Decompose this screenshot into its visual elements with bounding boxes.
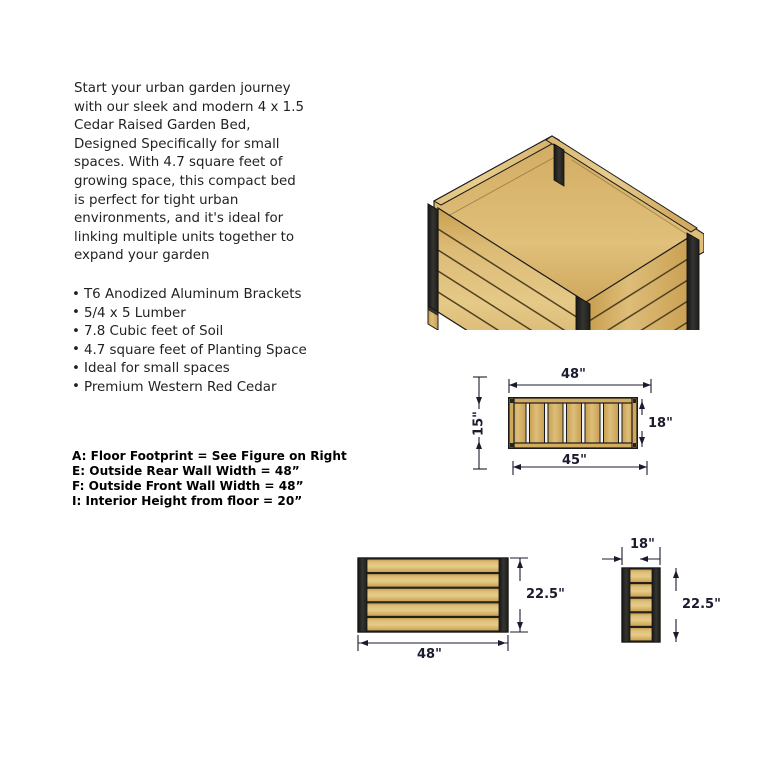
side-label-height: 22.5" bbox=[682, 597, 721, 612]
bullet-icon: • bbox=[72, 323, 80, 339]
plan-dim-left-15 bbox=[473, 376, 487, 470]
plan-dim-bottom-45 bbox=[512, 461, 648, 475]
side-dim-height bbox=[673, 568, 679, 642]
plan-floor-slats bbox=[510, 399, 636, 447]
side-elevation-view: 18" 22.5" bbox=[588, 535, 723, 665]
list-item: • 5/4 x 5 Lumber bbox=[72, 305, 352, 324]
plan-label-18: 18" bbox=[648, 416, 673, 431]
side-boards bbox=[628, 568, 654, 642]
iso-front-board-seams bbox=[437, 228, 587, 330]
feature-label: 5/4 x 5 Lumber bbox=[84, 305, 186, 321]
bullet-icon: • bbox=[72, 286, 80, 302]
list-item: • T6 Anodized Aluminum Brackets bbox=[72, 286, 352, 305]
side-bracket-left bbox=[621, 567, 631, 643]
feature-label: 4.7 square feet of Planting Space bbox=[84, 342, 307, 358]
plan-label-15: 15" bbox=[471, 411, 487, 436]
front-dim-width bbox=[357, 635, 509, 651]
list-item: • 7.8 Cubic feet of Soil bbox=[72, 323, 352, 342]
product-description: Start your urban garden journey with our… bbox=[74, 81, 304, 264]
plan-corner-brackets bbox=[510, 399, 636, 447]
feature-label: Premium Western Red Cedar bbox=[84, 379, 277, 395]
list-item: • 4.7 square feet of Planting Space bbox=[72, 342, 352, 361]
iso-bracket-interior-rear bbox=[553, 143, 565, 187]
spec-line-i: I: Interior Height from floor = 20” bbox=[72, 493, 303, 508]
front-label-width: 48" bbox=[417, 647, 442, 662]
bullet-icon: • bbox=[72, 305, 80, 321]
plan-dim-top-48 bbox=[508, 379, 652, 393]
spec-line-e: E: Outside Rear Wall Width = 48” bbox=[72, 463, 300, 478]
iso-base-shadow-left bbox=[428, 306, 438, 316]
plan-perimeter-rails bbox=[508, 397, 638, 449]
product-feature-list: • T6 Anodized Aluminum Brackets • 5/4 x … bbox=[72, 286, 352, 398]
side-bracket-right bbox=[651, 567, 661, 643]
front-dim-height bbox=[510, 557, 528, 633]
plan-floor-view: 48" 15" 18" 45" bbox=[465, 365, 690, 485]
side-label-width: 18" bbox=[630, 537, 655, 552]
plan-label-45: 45" bbox=[562, 453, 587, 468]
front-boards bbox=[365, 558, 501, 632]
iso-bracket-left-rear bbox=[427, 203, 439, 313]
iso-right-end-panel bbox=[585, 234, 692, 330]
front-bracket-left bbox=[357, 557, 368, 633]
bullet-icon: • bbox=[72, 360, 80, 376]
feature-label: Ideal for small spaces bbox=[84, 361, 230, 377]
iso-bracket-front-right bbox=[575, 295, 591, 330]
iso-bracket-rear-right bbox=[686, 232, 700, 330]
front-elevation-view: 22.5" 48" bbox=[340, 535, 575, 665]
bullet-icon: • bbox=[72, 379, 80, 395]
bullet-icon: • bbox=[72, 342, 80, 358]
spec-line-a: A: Floor Footprint = See Figure on Right bbox=[72, 449, 347, 463]
side-dim-width bbox=[602, 547, 661, 565]
spec-line-f: F: Outside Front Wall Width = 48” bbox=[72, 478, 304, 493]
front-label-height: 22.5" bbox=[526, 587, 565, 602]
plan-label-48: 48" bbox=[561, 367, 586, 382]
isometric-planter-view bbox=[404, 104, 704, 330]
dimension-spec-list: A: Floor Footprint = See Figure on Right… bbox=[72, 449, 372, 509]
feature-label: T6 Anodized Aluminum Brackets bbox=[84, 287, 302, 302]
plan-dim-right-18 bbox=[639, 399, 645, 447]
front-bracket-right bbox=[498, 557, 509, 633]
list-item: • Premium Western Red Cedar bbox=[72, 379, 352, 398]
iso-right-board-seams bbox=[585, 256, 692, 330]
list-item: • Ideal for small spaces bbox=[72, 360, 352, 379]
iso-top-rim-rear-right bbox=[545, 135, 698, 233]
feature-label: 7.8 Cubic feet of Soil bbox=[84, 324, 224, 340]
